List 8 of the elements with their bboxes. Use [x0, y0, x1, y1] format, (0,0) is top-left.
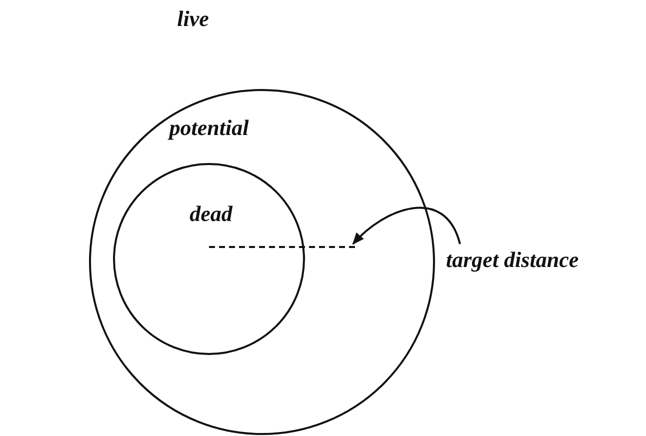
circle — [89, 89, 435, 435]
dashed-line — [209, 246, 355, 248]
leader-arrow — [352, 206, 461, 245]
circle — [113, 163, 305, 355]
region-label: live — [177, 8, 209, 30]
region-label: potential — [169, 117, 249, 139]
callout-text: target distance — [446, 247, 579, 277]
region-label: dead — [190, 203, 232, 225]
